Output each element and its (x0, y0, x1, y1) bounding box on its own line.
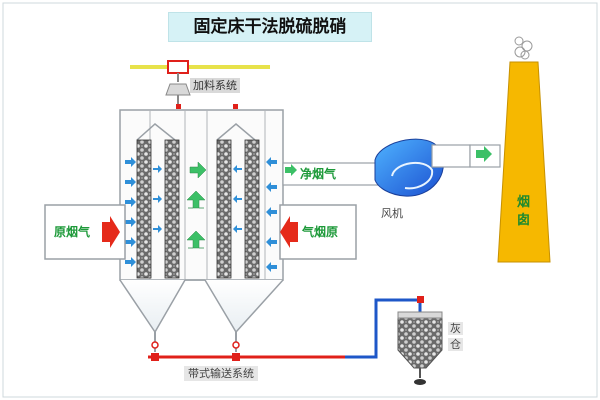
bed-top-right (216, 123, 256, 141)
bed-left-2 (164, 139, 180, 279)
chimney-label-2: 囱 (517, 213, 531, 228)
page-title: 固定床干法脱硫脱硝 (168, 12, 372, 42)
hopper-right (204, 279, 284, 334)
feed-system-label: 加料系统 (190, 78, 240, 93)
ash-inlet (417, 296, 424, 303)
fan-outlet (431, 144, 471, 168)
feed-valve (167, 60, 189, 74)
green-arrows-center (186, 161, 207, 249)
ash-bin-label-1: 灰 (448, 322, 463, 335)
feed-hopper (165, 83, 191, 96)
hopper-left (119, 279, 186, 334)
chimney-smoke (514, 36, 533, 60)
conveyor-joint-left (151, 353, 159, 361)
inlet-arrow-right (280, 216, 298, 248)
feed-inlet-right (233, 104, 238, 109)
flue-in-left-label: 原烟气 (54, 225, 91, 239)
chimney-label-1: 烟 (517, 195, 531, 210)
blue-arrows-left (125, 157, 162, 267)
flue-in-right-label: 气烟原 (302, 225, 339, 239)
conveyor-joint-right (232, 353, 240, 361)
ash-bin (397, 315, 443, 369)
ash-bin-base (414, 379, 426, 385)
inlet-arrow-left (102, 216, 120, 248)
fan-label: 风机 (381, 207, 403, 220)
conveyor-label: 带式输送系统 (184, 366, 258, 381)
bed-top-left (136, 123, 176, 141)
chimney-arrow (476, 146, 492, 162)
clean-gas-arrow (285, 164, 297, 176)
valve-right (232, 341, 240, 349)
fan-swirl (391, 161, 434, 190)
chimney (497, 61, 551, 263)
clean-gas-label: 净烟气 (300, 167, 337, 181)
bed-right-1 (216, 139, 232, 279)
bed-left-1 (136, 139, 152, 279)
bed-right-2 (244, 139, 260, 279)
blue-arrows-right (233, 157, 277, 272)
feed-inlet-left (176, 104, 181, 109)
ash-riser (345, 298, 422, 359)
ash-bin-lid (397, 311, 443, 319)
ash-bin-label-2: 仓 (448, 338, 463, 351)
valve-left (151, 341, 159, 349)
